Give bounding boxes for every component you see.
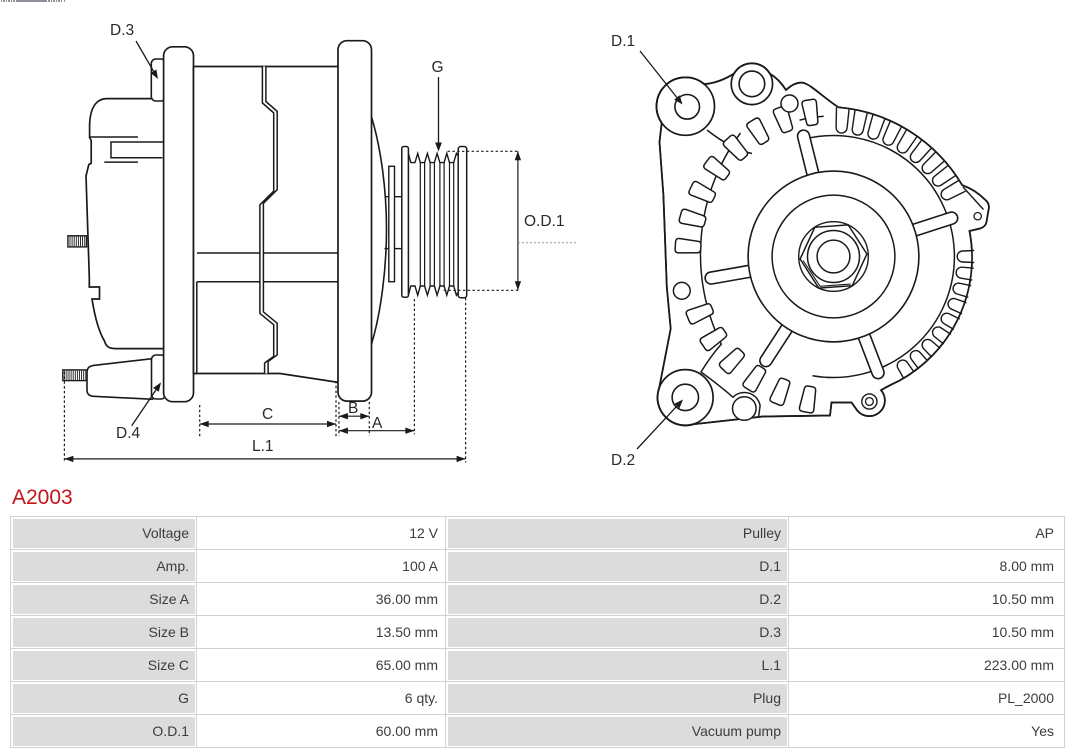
svg-text:D.3: D.3 [110,22,134,39]
svg-text:D.4: D.4 [116,425,141,442]
svg-text:D.2: D.2 [611,452,635,469]
svg-text:C: C [262,406,273,423]
svg-text:G: G [432,59,444,76]
svg-text:D.1: D.1 [611,33,635,50]
svg-text:L.1: L.1 [252,438,274,455]
svg-text:B: B [348,400,358,417]
svg-text:A: A [372,415,383,432]
svg-text:O.D.1: O.D.1 [524,213,564,230]
